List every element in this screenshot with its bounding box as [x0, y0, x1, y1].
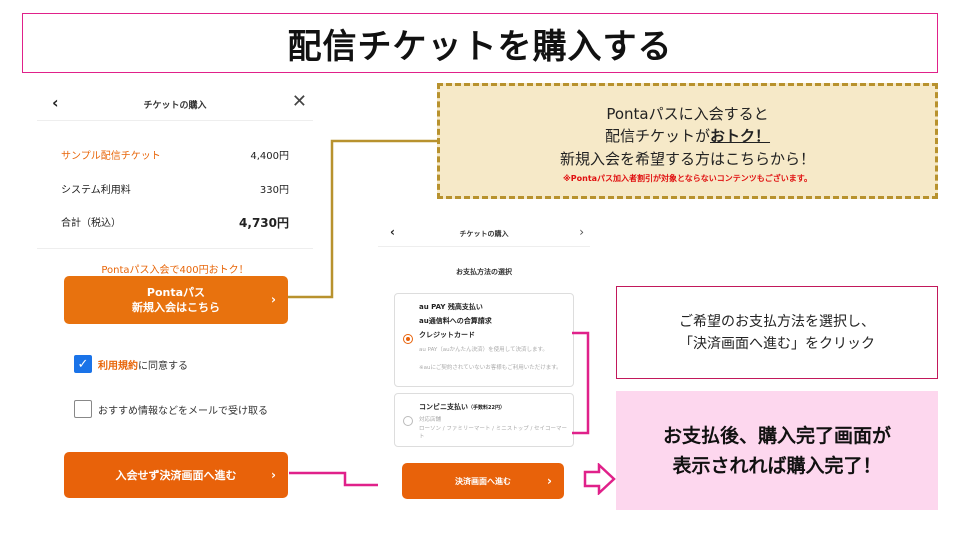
option-sub2: ※auにご契約されていないお客様もご利用いただけます。 — [419, 365, 562, 371]
option-line2: au通信料への合算請求 — [419, 317, 492, 325]
price-value: 4,400円 — [250, 151, 289, 162]
email-checkbox[interactable] — [74, 400, 92, 418]
button-label-line2: 新規入会はこちら — [132, 301, 220, 314]
button-label: 決済画面へ進む — [455, 476, 511, 486]
completion-line2: 表示されれば購入完了！ — [672, 454, 882, 477]
callout-line2: 配信チケットがおトク！ — [604, 127, 771, 145]
price-label: システム利用料 — [61, 185, 131, 196]
screen-header: ‹ チケットの購入 ✕ — [37, 85, 313, 121]
callout-emphasis: おトク！ — [710, 127, 771, 145]
close-icon[interactable]: ✕ — [291, 91, 307, 112]
price-value: 330円 — [259, 185, 289, 196]
option-line3: クレジットカード — [419, 331, 475, 339]
proceed-without-signup-button[interactable]: 入会せず決済画面へ進む › — [64, 452, 288, 498]
instruction-line2: 「決済画面へ進む」をクリック — [679, 335, 875, 352]
button-label: 入会せず決済画面へ進む — [115, 469, 237, 482]
option-sub2: ローソン / ファミリーマート / ミニストップ / セイコーマート — [419, 426, 568, 440]
screen-title: チケットの購入 — [143, 101, 207, 111]
terms-label: に同意する — [138, 360, 188, 372]
chevron-right-icon: › — [547, 474, 552, 488]
connector-bracket — [572, 331, 590, 435]
option-sub1: 対応店舗 — [419, 417, 442, 423]
proceed-to-payment-button[interactable]: 決済画面へ進む › — [402, 463, 564, 499]
instruction-box: ご希望のお支払方法を選択し、 「決済画面へ進む」をクリック — [616, 286, 938, 379]
payment-option-au[interactable]: au PAY 残高支払い au通信料への合算請求 クレジットカード au PAY… — [394, 293, 574, 387]
connector-magenta — [289, 471, 404, 487]
email-optin-label: おすすめ情報などをメールで受け取る — [98, 405, 268, 417]
ponta-signup-button[interactable]: Pontaパス 新規入会はこちら › — [64, 276, 288, 324]
callout-line1: Pontaパスに入会すると — [606, 105, 769, 123]
chevron-right-icon: › — [271, 292, 276, 307]
option-line1: au PAY 残高支払い — [419, 303, 483, 311]
promo-text: Pontaパス入会で400円おトク！ — [101, 265, 249, 276]
back-chevron-icon[interactable]: ‹ — [52, 93, 59, 112]
price-label: 合計（税込） — [61, 218, 121, 229]
button-label-line1: Pontaパス — [146, 286, 206, 299]
section-title: お支払方法の選択 — [456, 268, 512, 276]
price-label: サンプル配信チケット — [61, 151, 161, 162]
ticket-purchase-screen: ‹ チケットの購入 ✕ サンプル配信チケット 4,400円 システム利用料 33… — [37, 85, 313, 510]
radio-selected[interactable] — [403, 334, 413, 344]
radio-unselected[interactable] — [403, 416, 413, 426]
ponta-callout: Pontaパスに入会すると 配信チケットがおトク！ 新規入会を希望する方はこちら… — [437, 83, 938, 199]
title-box: 配信チケットを購入する — [22, 13, 938, 73]
chevron-right-icon: › — [271, 468, 276, 482]
payment-option-convenience[interactable]: コンビニ支払い（手数料22円） 対応店舗 ローソン / ファミリーマート / ミ… — [394, 393, 574, 447]
price-value: 4,730円 — [239, 216, 289, 230]
completion-box: お支払後、購入完了画面が 表示されれば購入完了！ — [616, 391, 938, 510]
divider — [37, 248, 313, 249]
terms-link[interactable]: 利用規約 — [98, 360, 138, 372]
back-chevron-icon[interactable]: ‹ — [390, 225, 395, 239]
payment-method-screen: ‹ チケットの購入 › お支払方法の選択 au PAY 残高支払い au通信料へ… — [378, 219, 590, 509]
option-title: コンビニ支払い（手数料22円） — [419, 403, 505, 411]
terms-agree-row[interactable]: ✓ 利用規約 に同意する — [74, 355, 188, 373]
right-arrow-icon — [583, 463, 616, 495]
screen-title: チケットの購入 — [459, 230, 509, 238]
terms-checkbox[interactable]: ✓ — [74, 355, 92, 373]
chevron-right-icon[interactable]: › — [579, 225, 584, 239]
connector-gold — [288, 139, 437, 299]
instruction-line1: ご希望のお支払方法を選択し、 — [679, 313, 875, 330]
screen-header: ‹ チケットの購入 › — [378, 219, 590, 247]
email-optin-row[interactable]: おすすめ情報などをメールで受け取る — [74, 400, 268, 418]
completion-line1: お支払後、購入完了画面が — [662, 424, 891, 447]
page-title: 配信チケットを購入する — [287, 26, 673, 67]
callout-note: ※Pontaパス加入者割引が対象とならないコンテンツもございます。 — [562, 174, 812, 183]
callout-line3: 新規入会を希望する方はこちらから！ — [559, 150, 815, 168]
option-sub1: au PAY（auかんたん決済）を使用して決済します。 — [419, 347, 548, 353]
